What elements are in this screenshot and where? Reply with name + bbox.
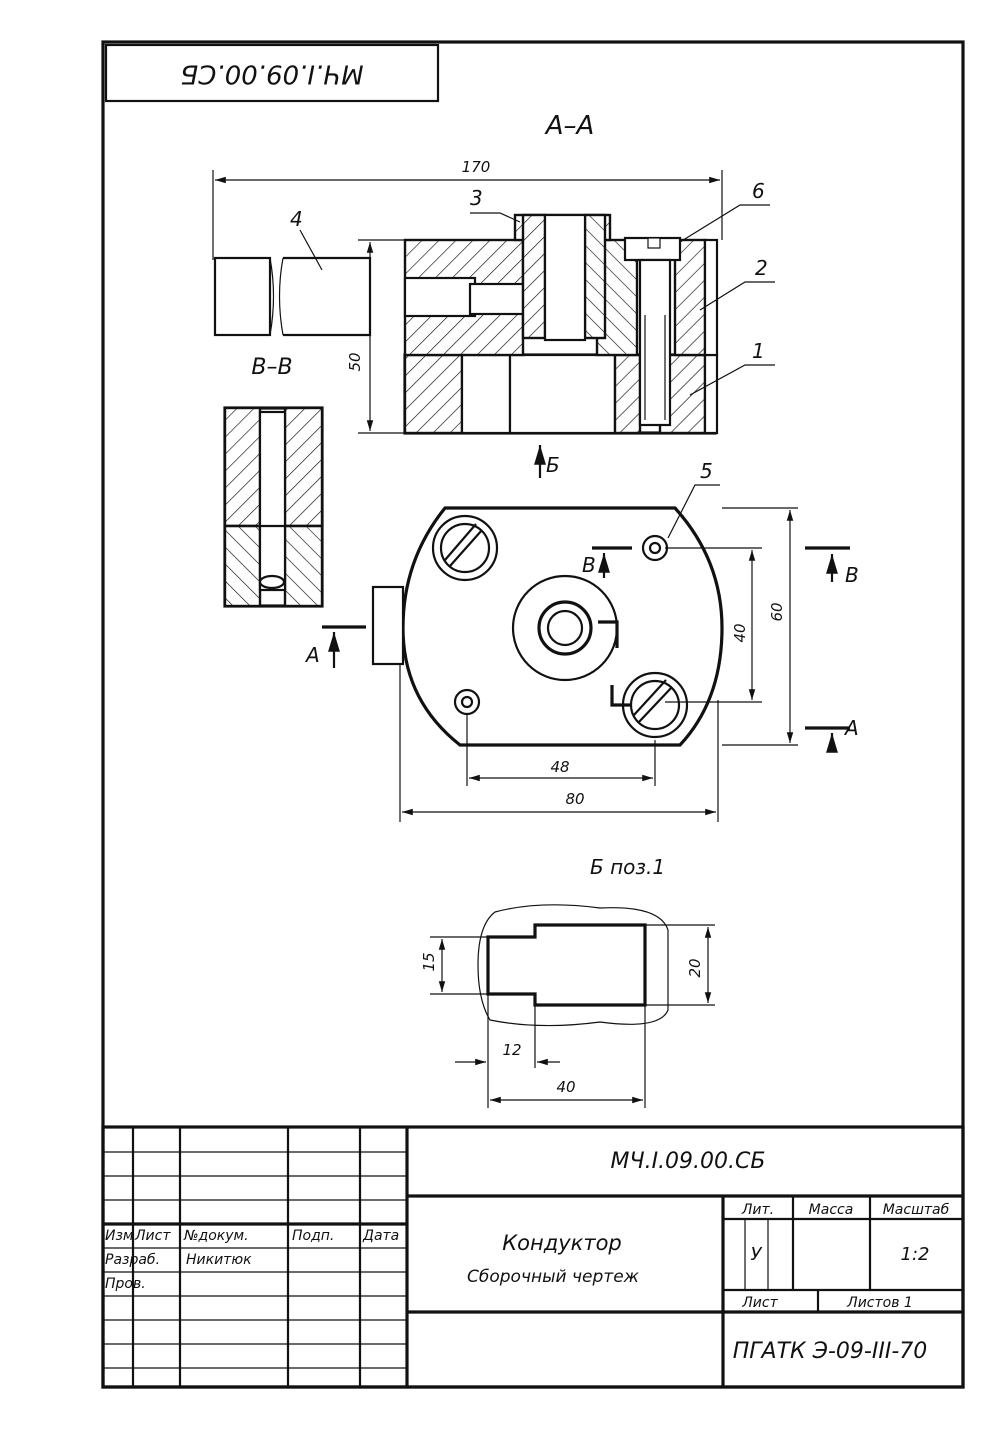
dim-60-vertical: 60: [768, 602, 786, 621]
tb-name: Кондуктор: [502, 1231, 622, 1255]
dim-12: 12: [502, 1041, 521, 1059]
tb-sheets-label: Листов 1: [846, 1295, 913, 1311]
view-b-detail: Б поз.1 15 20 12 40: [420, 855, 715, 1108]
dim-15: 15: [420, 952, 438, 971]
plan-view: 5 А А В В 40 60 48 80: [304, 459, 859, 822]
section-aa-view: А–А 170: [212, 111, 775, 478]
cut-a-right: А: [843, 716, 859, 740]
mirrored-stamp-text: МЧ.I.09.00.СБ: [180, 59, 363, 89]
pos-4: 4: [290, 207, 303, 231]
tb-col-doc: №докум.: [183, 1228, 249, 1244]
tb-col-sign: Подп.: [292, 1228, 334, 1244]
tb-sheet-label: Лист: [741, 1295, 778, 1311]
pos-3: 3: [470, 186, 483, 210]
tb-mass-label: Масса: [809, 1202, 854, 1218]
dim-40-vertical: 40: [731, 623, 749, 642]
tb-doc-type: Сборочный чертеж: [467, 1267, 640, 1287]
dim-80: 80: [565, 790, 584, 808]
tb-col-date: Дата: [362, 1228, 399, 1244]
pos-2: 2: [755, 256, 768, 280]
cut-v-right: В: [845, 563, 859, 587]
dim-48: 48: [550, 758, 569, 776]
pos-5: 5: [700, 459, 713, 483]
tb-col-list: Лист: [134, 1228, 171, 1244]
tb-col-izm: Изм: [105, 1228, 134, 1244]
handle-screw: [213, 256, 272, 337]
tb-row-prov: Пров.: [105, 1276, 146, 1292]
title-block: МЧ.I.09.00.СБ Кондуктор Сборочный чертеж…: [101, 1125, 965, 1389]
tb-scale-value: 1:2: [901, 1244, 930, 1265]
pos-1: 1: [752, 339, 765, 363]
pos-6: 6: [752, 179, 765, 203]
tb-row-razrab: Разраб.: [105, 1252, 160, 1268]
section-aa-title: А–А: [544, 111, 595, 141]
tb-organization: ПГАТК Э-09-III-70: [733, 1339, 928, 1364]
section-bb-view: В–В: [223, 355, 324, 608]
tb-designation: МЧ.I.09.00.СБ: [611, 1149, 766, 1174]
detail-outline: [477, 904, 669, 1027]
cut-a-left: А: [304, 643, 320, 667]
mirrored-stamp: МЧ.I.09.00.СБ: [104, 43, 440, 103]
view-b-marker: Б: [546, 453, 560, 477]
tb-scale-label: Масштаб: [883, 1202, 950, 1218]
tb-razrab-name: Никитюк: [186, 1252, 252, 1268]
cut-v-inner: В: [582, 553, 596, 577]
dim-40-detail: 40: [556, 1078, 575, 1096]
tb-lit-label: Лит.: [741, 1202, 774, 1218]
view-b-title: Б поз.1: [590, 855, 665, 879]
dim-20: 20: [686, 958, 704, 977]
dim-50: 50: [346, 352, 364, 371]
dim-170: 170: [462, 158, 491, 176]
tb-lit-value: У: [751, 1244, 763, 1265]
section-bb-title: В–В: [251, 355, 292, 380]
